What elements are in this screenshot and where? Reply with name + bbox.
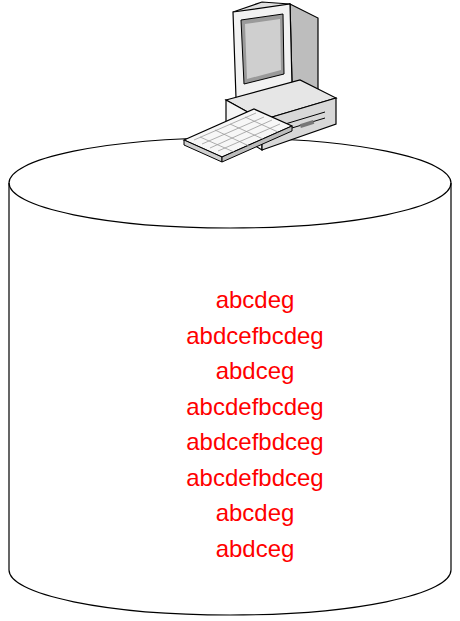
sequence-text: abcdeg [216,282,295,318]
sequence-text: abcdefbcdeg [186,389,323,425]
sequence-text: abcdeg [216,495,295,531]
sequence-text: abdceg [216,531,295,567]
text-column: abcdegabdcefbcdegabdcegabcdefbcdegabdcef… [8,282,452,566]
database-cylinder: abcdegabdcefbcdegabdcegabcdefbcdegabdcef… [8,137,452,616]
sequence-text: abdcefbdceg [186,424,323,460]
sequence-text: abdcefbcdeg [186,318,323,354]
sequence-text: abcdefbdceg [186,460,323,496]
sequence-text: abdceg [216,353,295,389]
